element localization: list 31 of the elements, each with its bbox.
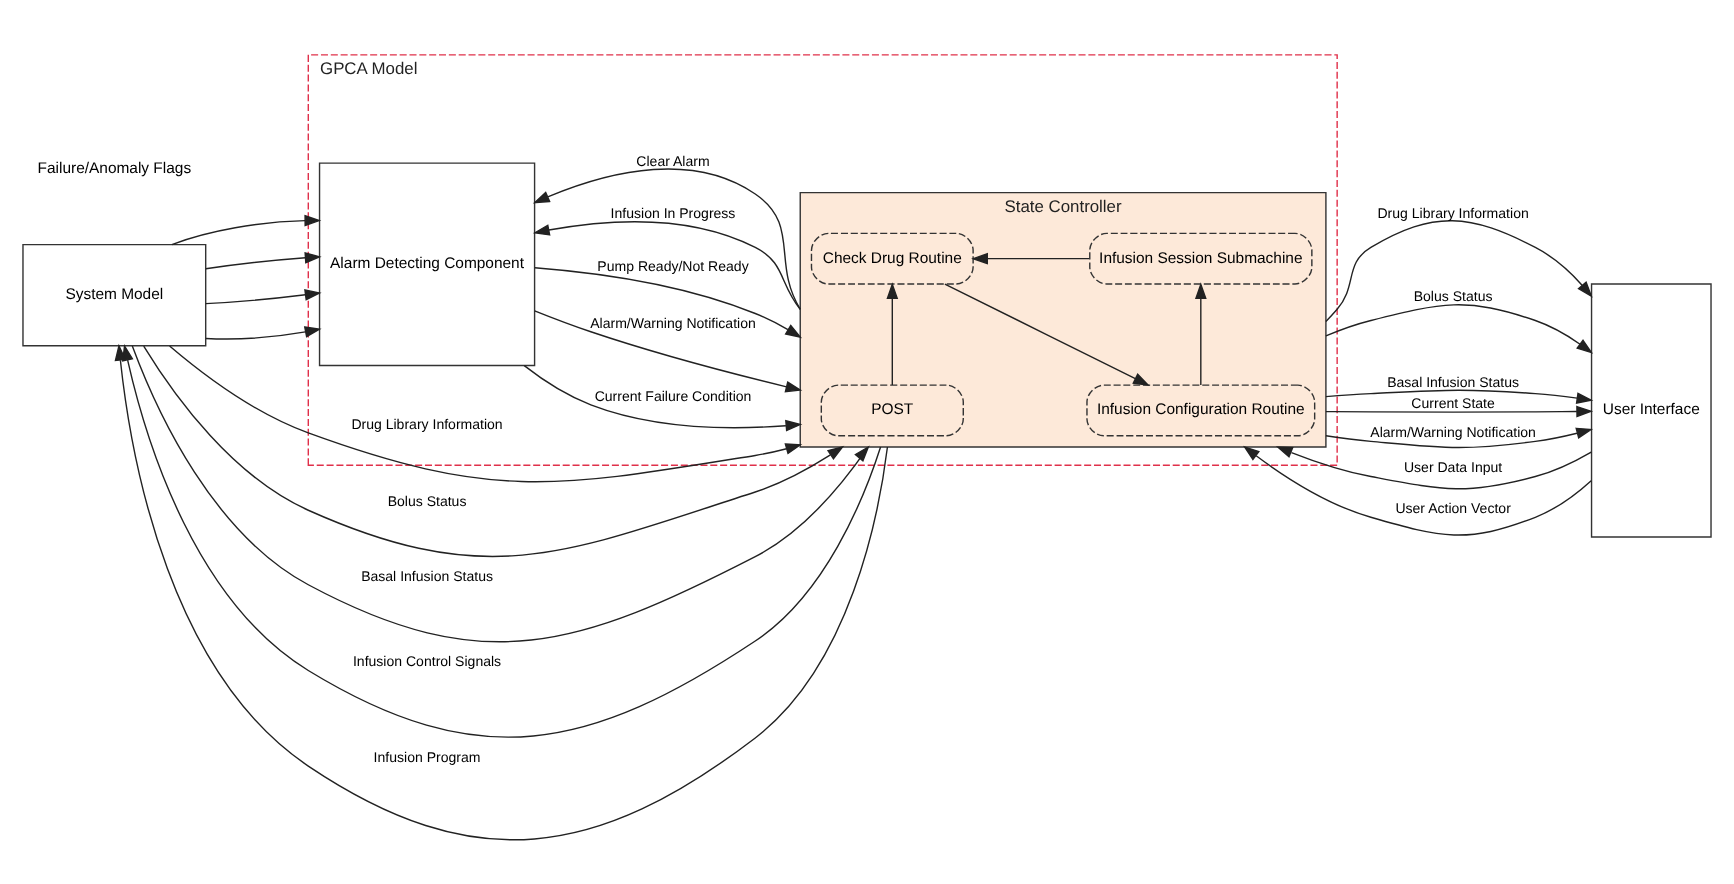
- arrow: [168, 345, 803, 483]
- arrow: [1325, 220, 1593, 323]
- arrow: [131, 345, 870, 643]
- arrow: [205, 326, 322, 340]
- arrow: [143, 345, 845, 558]
- node-box: User Interface: [1590, 283, 1712, 538]
- arrow: [205, 289, 322, 305]
- node-box: POST: [820, 384, 964, 437]
- label: Failure/Anomaly Flags: [37, 158, 192, 177]
- arrow: [971, 252, 1090, 265]
- node-box: System Model: [22, 243, 207, 347]
- arrow: [1242, 445, 1592, 536]
- arrow: [1325, 389, 1594, 404]
- node-box: Infusion Configuration Routine: [1086, 384, 1316, 437]
- arrow: [1325, 304, 1594, 354]
- arrow: [944, 283, 1150, 386]
- node-box: Infusion Session Submachine: [1089, 232, 1313, 285]
- arrow: [171, 214, 322, 246]
- arrow: [1325, 427, 1594, 449]
- arrow: [1325, 405, 1594, 418]
- arrow: [1275, 446, 1592, 490]
- arrow: [534, 267, 803, 339]
- node-box: Alarm Detecting Component: [318, 162, 536, 367]
- arrow: [532, 168, 801, 310]
- arrow: [1194, 282, 1207, 386]
- arrow: [523, 364, 803, 432]
- arrow: [886, 282, 899, 386]
- node-box: Check Drug Routine: [810, 232, 974, 285]
- arrow: [205, 251, 322, 270]
- arrow: [532, 221, 801, 310]
- arrow: [533, 310, 803, 393]
